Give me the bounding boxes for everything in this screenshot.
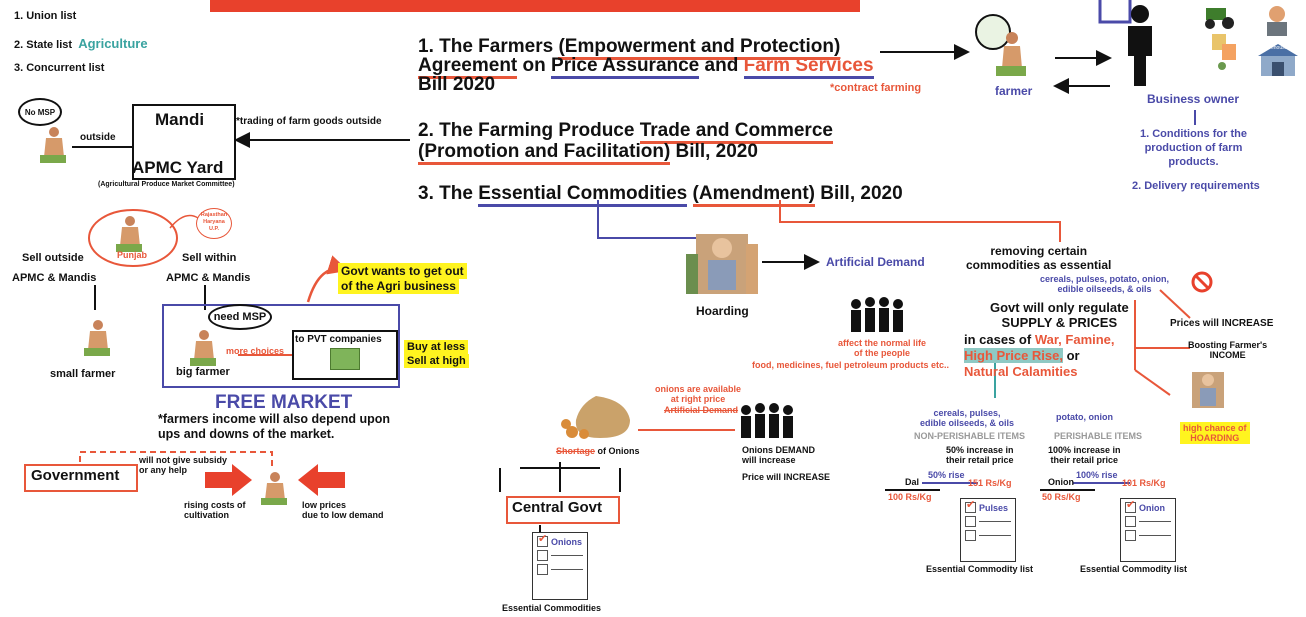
big-farmer-label: big farmer (176, 366, 230, 378)
pulses-caption: Essential Commodity list (926, 564, 1034, 574)
pvt-box (292, 330, 398, 380)
punjab-label: Punjab (117, 250, 148, 260)
government-box (24, 464, 138, 492)
trading-note: *trading of farm goods outside (236, 116, 382, 127)
need-msp-bubble: need MSP (208, 304, 272, 330)
dal-label: Dal (905, 477, 920, 487)
mandi-farmer-icon (36, 125, 70, 165)
bill2-title: 2. The Farming Produce Trade and Commerc… (418, 120, 833, 165)
onion-sack (560, 390, 636, 440)
pvt-label: to PVT companies (295, 334, 382, 345)
contract-note: *contract farming (830, 82, 922, 94)
onion-rise: 100% rise (1076, 470, 1118, 480)
onion-price: Price will INCREASE (742, 472, 831, 482)
punjab-farmer-icon (112, 214, 146, 254)
more-choices: more choices (226, 346, 285, 356)
removed-items: cereals, pulses, potato, onion,edible oi… (1040, 274, 1170, 294)
list-state: 2. State list Agriculture (14, 36, 148, 51)
list-concurrent: 3. Concurrent list (14, 62, 105, 74)
big-farmer-icon (186, 328, 220, 368)
affect-items: food, medicines, fuel petroleum products… (752, 360, 950, 370)
dal-old-price: 100 Rs/Kg (888, 492, 932, 502)
onion-new-price: 101 Rs/Kg (1122, 478, 1166, 488)
business-owner-icon (1120, 4, 1160, 86)
dal-new-price: 151 Rs/Kg (968, 478, 1012, 488)
perish-caption: Essential Commodity list (1080, 564, 1188, 574)
prices-increase: Prices will INCREASE (1170, 318, 1274, 329)
cases-text: in cases of War, Famine, High Price Rise… (964, 332, 1115, 379)
hoarding-label: Hoarding (696, 304, 749, 318)
apmc-within: APMC & Mandis (166, 272, 251, 284)
small-farmer-icon (80, 318, 114, 358)
central-govt-box (506, 496, 620, 524)
govt-farmer-icon (257, 470, 291, 506)
delivery-text: 2. Delivery requirements (1132, 180, 1260, 192)
mandi-label: Mandi (155, 110, 205, 129)
onion-label: Onion (1048, 477, 1074, 487)
warehouse-icon (1258, 44, 1298, 76)
central-govt-label: Central Govt (512, 499, 603, 516)
bill1-title: 1. The Farmers (Empowerment and Protecti… (418, 36, 874, 95)
sell-within: Sell within (182, 252, 237, 264)
onion-artificial: Artificial Demand (664, 405, 739, 415)
apmc-label: APMC Yard (132, 158, 224, 177)
artificial-demand: Artificial Demand (826, 255, 925, 269)
dal-rise: 50% rise (928, 470, 965, 480)
government-label: Government (31, 467, 120, 484)
money-bubble (975, 14, 1011, 50)
warehouse-label: Warehouse (1262, 45, 1288, 51)
farmer-label: farmer (995, 84, 1033, 98)
nonperish-heading: NON-PERISHABLE ITEMS (914, 431, 1026, 441)
bill3-title: 3. The Essential Commodities (Amendment)… (418, 183, 903, 207)
sell-outside: Sell outside (22, 252, 84, 264)
business-owner-label: Business owner (1147, 92, 1240, 106)
apmc-full: (Agricultural Produce Market Committee) (98, 181, 235, 188)
perish-heading: PERISHABLE ITEMS (1054, 431, 1143, 441)
advisor-icon (1262, 4, 1292, 36)
onion-list-caption: Essential Commodities (502, 603, 602, 613)
onion-checklist: Onions (532, 532, 588, 600)
nonperish-items: cereals, pulses,edible oilseeds, & oils (920, 408, 1015, 428)
tractor-icon (1200, 4, 1240, 30)
no-msp-bubble: No MSP (18, 98, 62, 126)
perish-items: potato, onion (1056, 412, 1113, 422)
apmc-outside: APMC & Mandis (12, 272, 97, 284)
seeds-icon (1210, 32, 1240, 72)
pulses-checklist: Pulses (960, 498, 1016, 562)
onion-perish-checklist: Onion (1120, 498, 1176, 562)
small-farmer-label: small farmer (50, 368, 116, 380)
mandi-box (132, 104, 236, 180)
top-banner (210, 0, 860, 12)
farmer-icon (990, 30, 1030, 78)
crowd-icon (846, 294, 910, 334)
free-market-title: FREE MARKET (215, 392, 353, 413)
cash-icon (330, 348, 360, 370)
hoarding-small-figure (1186, 364, 1230, 414)
onion-old-price: 50 Rs/Kg (1042, 492, 1081, 502)
list-union: 1. Union list (14, 10, 77, 22)
hoarding-figure (682, 214, 762, 302)
outside-label: outside (80, 132, 116, 143)
onion-shortage: Shortage of Onions (556, 446, 640, 456)
onion-crowd-icon (738, 402, 794, 438)
